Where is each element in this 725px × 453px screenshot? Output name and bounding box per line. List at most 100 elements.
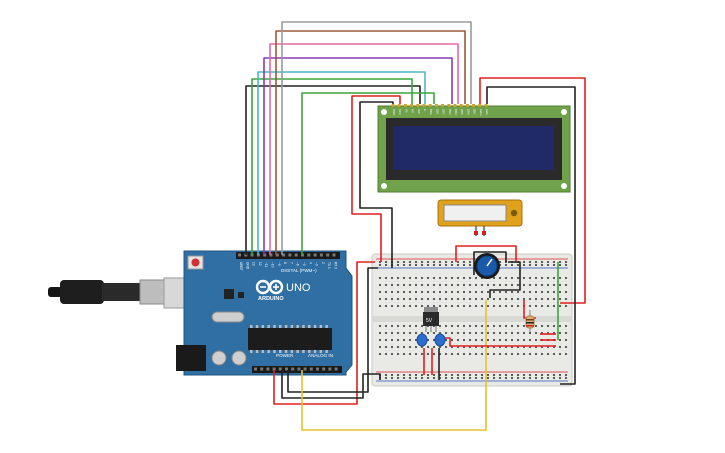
breadboard-hole [499,264,501,266]
breadboard-hole [439,353,441,355]
breadboard-hole [565,374,567,376]
breadboard-hole [499,284,501,286]
breadboard-hole [565,346,567,348]
breadboard-hole [463,291,465,293]
breadboard-hole [523,277,525,279]
usb-chip [224,289,234,299]
chip-pin [290,350,294,353]
breadboard-hole [457,377,459,379]
wire-red-backlight [479,77,586,304]
breadboard-hole [379,353,381,355]
breadboard-hole [541,277,543,279]
breadboard-hole [451,346,453,348]
wire-purple-d10 [263,57,453,255]
breadboard-hole [517,298,519,300]
breadboard-hole [397,277,399,279]
chip-pin [273,350,276,353]
wire-black-lcd-gnd [359,101,394,268]
breadboard-hole [427,353,429,355]
arduino-logo-icon [255,279,284,295]
breadboard-hole [535,339,537,341]
breadboard-hole [427,284,429,286]
breadboard-hole [403,325,405,327]
chip-pin [302,350,305,353]
breadboard-hole [463,332,465,334]
breadboard-hole [523,325,525,327]
breadboard-hole [475,325,477,327]
breadboard-hole [517,291,519,293]
breadboard-hole [415,284,417,286]
breadboard-hole [523,374,525,376]
breadboard-hole [379,298,381,300]
breadboard-hole [385,261,387,263]
breadboard-hole [559,291,561,293]
breadboard-hole [505,291,507,293]
breadboard-hole [469,325,471,327]
lcd-pin-label: DB5 [460,109,464,115]
breadboard-hole [451,264,453,266]
breadboard [371,253,573,387]
breadboard-hole [415,353,417,355]
lcd-pin-label: DB4 [454,109,458,115]
breadboard-hole [481,377,483,379]
breadboard-hole [397,377,399,379]
breadboard-hole [427,332,429,334]
breadboard-hole [529,332,531,334]
header-pin [322,367,326,371]
breadboard-hole [379,339,381,341]
lcd-pin-label: V0 [404,109,408,113]
breadboard-hole [451,374,453,376]
breadboard-hole [457,291,459,293]
breadboard-hole [457,374,459,376]
lcd-pin [459,104,463,107]
breadboard-hole [457,332,459,334]
breadboard-hole [385,346,387,348]
breadboard-hole [505,332,507,334]
lcd-mount-hole [381,183,387,189]
regulator-label: 5V [426,318,433,324]
breadboard-hole [493,332,495,334]
breadboard-hole [403,284,405,286]
lcd-pin [410,104,413,107]
breadboard-hole [379,264,381,266]
breadboard-hole [445,305,447,307]
breadboard-hole [409,298,411,300]
breadboard-hole [535,261,537,263]
breadboard-hole [523,353,525,355]
digital-pin-label: ~11 [264,262,268,267]
breadboard-hole [541,377,543,379]
chip-pin [313,325,317,328]
breadboard-hole [403,346,405,348]
breadboard-hole [409,261,411,263]
breadboard-hole [421,298,423,300]
breadboard-hole [469,291,471,293]
digital-pin-label: 7 [289,262,293,264]
breadboard-hole [475,353,477,355]
lcd-pin-label: DB7 [473,109,477,115]
breadboard-hole [445,325,447,327]
chip-pin [250,350,253,353]
breadboard-hole [529,374,531,376]
breadboard-hole [385,325,387,327]
breadboard-hole [475,377,477,379]
wire-black-pot [473,251,507,275]
breadboard-hole [433,346,435,348]
lcd-mount-hole [561,109,567,115]
breadboard-hole [427,277,429,279]
breadboard-hole [517,264,519,266]
breadboard-hole [535,305,537,307]
breadboard-hole [535,264,537,266]
breadboard-hole [559,305,561,307]
chip-pin [267,350,270,353]
breadboard-hole [487,346,489,348]
header-pin [269,253,273,257]
breadboard-hole [553,374,555,376]
breadboard-hole [547,291,549,293]
breadboard-hole [481,346,483,348]
breadboard-hole [559,332,561,334]
breadboard-hole [517,374,519,376]
breadboard-hole [451,298,453,300]
breadboard-hole [481,284,483,286]
